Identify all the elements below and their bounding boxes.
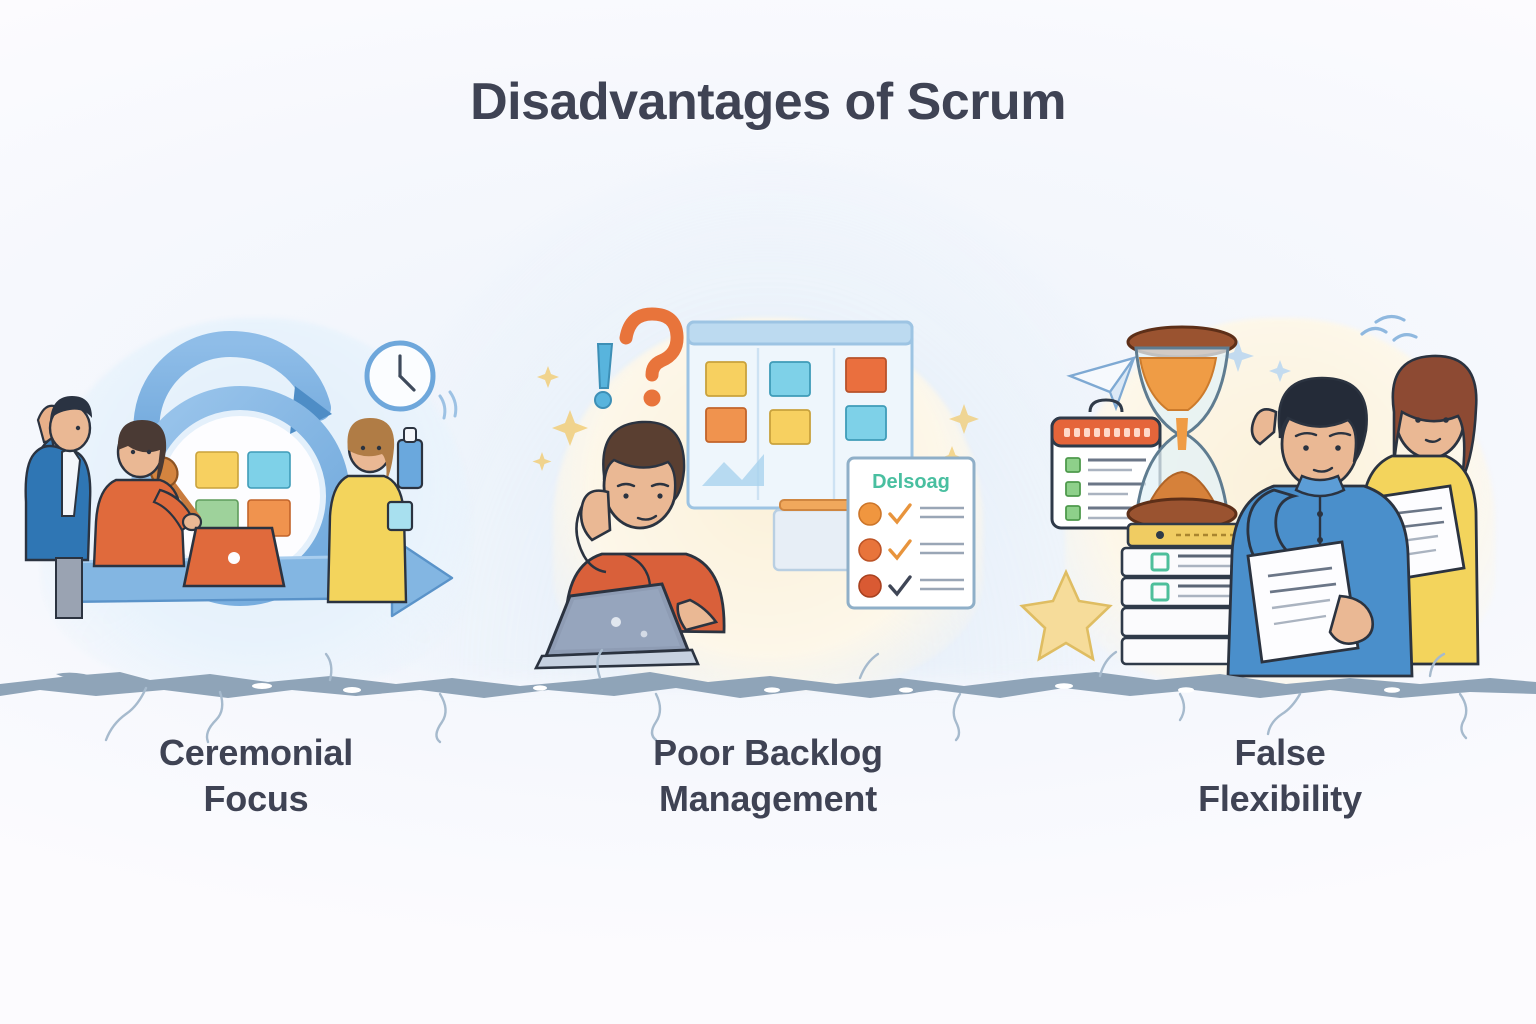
laptop-icon — [533, 582, 700, 670]
caption-line-1: Ceremonial — [158, 732, 354, 773]
panel-ceremonial-focus — [0, 300, 512, 690]
person-raising-hand — [24, 396, 92, 619]
person-with-clipboard — [326, 418, 424, 604]
caption-line-2: Flexibility — [1198, 778, 1362, 820]
page-title: Disadvantages of Scrum — [470, 73, 1066, 131]
clipboard-garbled-text — [1064, 428, 1150, 437]
clipboard-icon — [1050, 398, 1162, 530]
wall-clock-icon — [364, 340, 458, 420]
caption-ceremonial-focus: Ceremonial Focus — [0, 722, 512, 872]
gold-star-icon — [1019, 568, 1113, 662]
scene-sprint-ceremony — [0, 300, 512, 680]
checklist-row — [858, 502, 964, 526]
caption-false-flexibility: False Flexibility — [1024, 722, 1536, 872]
caption-line-1: Poor Backlog — [653, 732, 883, 773]
caption-poor-backlog-management: Poor Backlog Management — [512, 722, 1024, 872]
checklist-row — [858, 574, 964, 598]
caption-line-1: False — [1234, 732, 1326, 773]
checklist-card: Delsoag — [846, 456, 976, 610]
hourglass-icon — [1126, 325, 1238, 531]
question-mark-icon — [619, 307, 684, 407]
panel-captions: Ceremonial Focus Poor Backlog Management… — [0, 722, 1536, 872]
panel-poor-backlog-management: Delsoag — [512, 300, 1024, 690]
exclamation-mark-icon — [594, 343, 614, 409]
caption-line-2: Focus — [203, 778, 309, 820]
caption-line-2: Management — [658, 778, 878, 820]
laptop-icon — [182, 526, 286, 588]
checklist-row — [858, 538, 964, 562]
paper-plane-icon — [1066, 355, 1137, 412]
clipboard-rows — [1065, 457, 1146, 521]
sparkle-decorations — [532, 366, 588, 471]
checklist-title: Delsoag — [872, 471, 950, 493]
motion-lines — [1360, 314, 1418, 342]
desk-container — [772, 499, 860, 572]
person-with-gavel — [92, 420, 203, 568]
panel-false-flexibility — [1019, 300, 1536, 690]
confused-person — [1226, 376, 1414, 678]
scene-deadline-pressure — [1019, 300, 1536, 680]
scene-frustrated-developer: Delsoag — [512, 300, 1024, 680]
illustration-panels: Delsoag — [0, 300, 1536, 690]
